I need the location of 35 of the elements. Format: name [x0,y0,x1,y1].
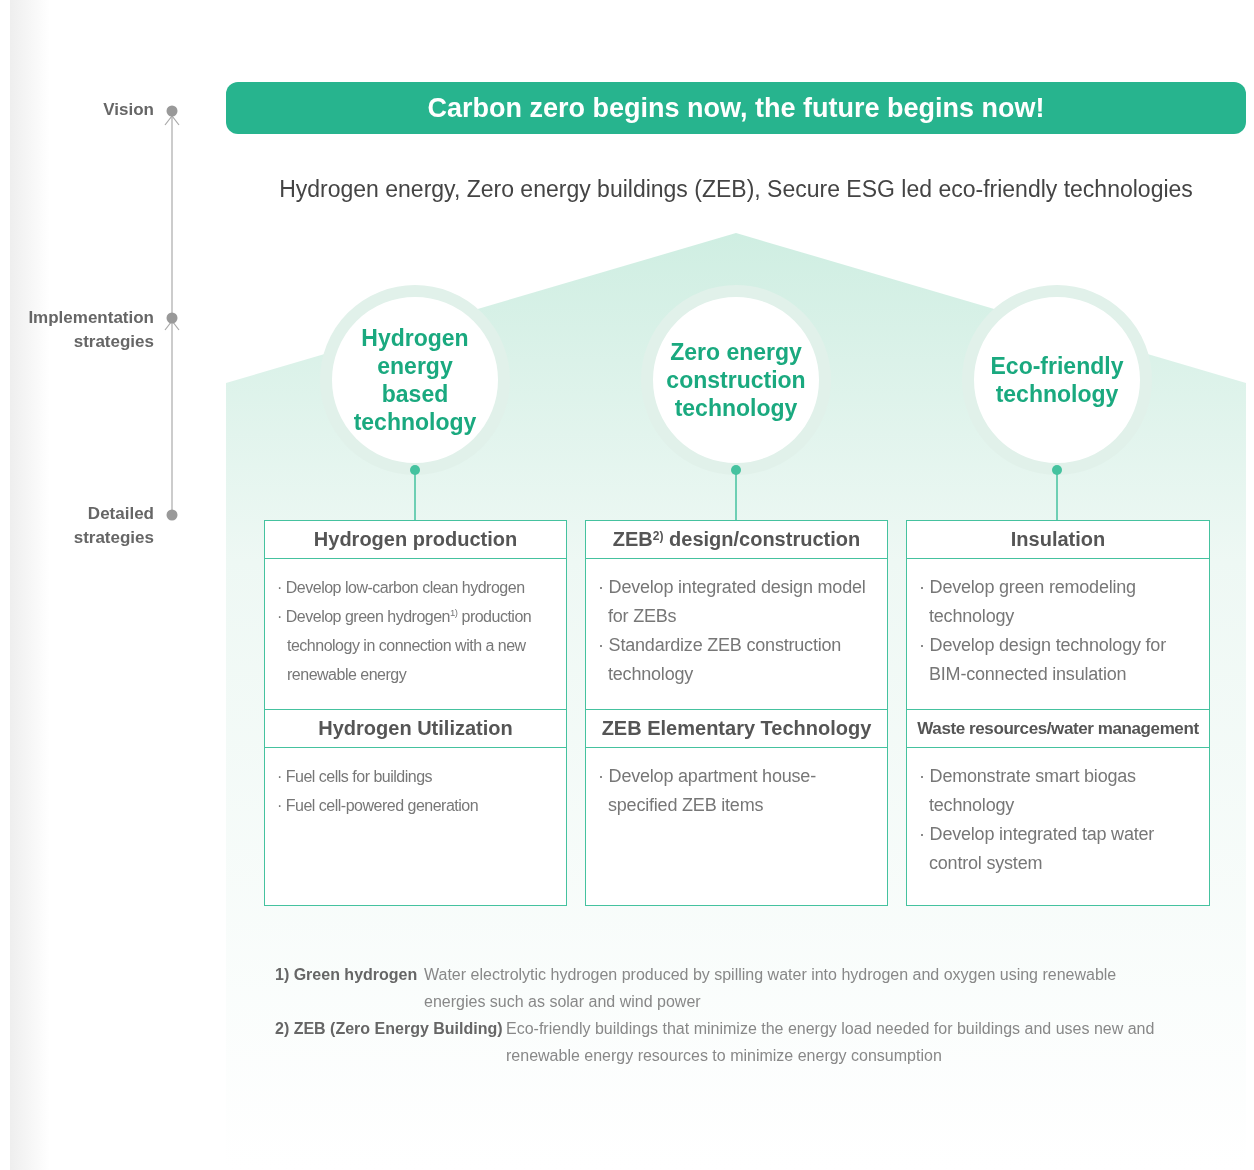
level-label: Detailed strategies [72,503,154,549]
strategy-panel [264,709,567,906]
bullet-item: · Fuel cell-powered generation [277,796,480,816]
level-label: Vision [102,99,154,121]
footnote-term: 1) Green hydrogen [275,965,418,985]
footnote-text: Eco-friendly buildings that minimize the energy load needed for buildings and uses new and renewable energy resources to minimize energy consumption [506,1019,1156,1066]
connector-line [1052,465,1062,521]
panel-heading: ZEB$^{2)}$ design/construction [586,521,887,559]
panel-heading: Waste resources/water management [907,710,1209,748]
panel-heading: Hydrogen production [265,521,566,559]
panel-heading: Hydrogen Utilization [265,710,566,748]
bullet-item: · Demonstrate smart biogas technology [919,765,1137,817]
bullet-item: · Develop green remodeling technology [919,576,1137,628]
level-label: Implementation strategies [27,307,154,353]
connector-line [410,465,420,521]
vision-banner: Carbon zero begins now, the future begins now! [226,82,1246,134]
panel-heading: ZEB Elementary Technology [586,710,887,748]
strategy-panel [906,709,1210,906]
bullet-item: · Develop green hydrogen$^{1)}$ production technology in connection with a new renewable energy [277,606,533,685]
bullet-item: · Develop integrated tap water control system [919,823,1156,875]
subtitle: Hydrogen energy, Zero energy buildings (ZEB), Secure ESG led eco-friendly technologies [278,176,1194,203]
strategy-panel [585,709,888,906]
panel-heading: Insulation [907,521,1209,559]
bullet-item: · Develop integrated design model for ZEBs [598,576,867,628]
strategy-panel [906,520,1210,710]
bullet-item: · Develop apartment house-specified ZEB items [598,765,817,817]
footnote-text: Water electrolytic hydrogen produced by spilling water into hydrogen and oxygen using renewable energies such as solar and wind power [424,965,1118,1012]
strategy-panel [585,520,888,710]
bullet-item: · Fuel cells for buildings [277,767,434,787]
connector-line [731,465,741,521]
footnote-term: 2) ZEB (Zero Energy Building) [275,1019,503,1039]
bullet-item: · Develop low-carbon clean hydrogen [277,578,526,598]
bullet-item: · Develop design technology for BIM-connected insulation [919,634,1167,686]
bullet-item: · Standardize ZEB construction technology [598,634,843,686]
strategy-panel [264,520,567,710]
